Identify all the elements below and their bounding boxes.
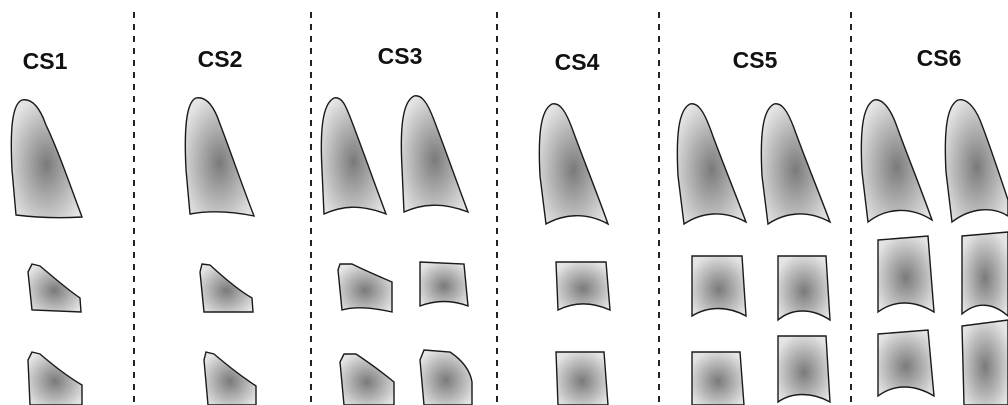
cs3-c3-vertebra-b (419, 261, 469, 308)
cs3-c4-vertebra-b (419, 349, 473, 405)
stage-label-cs3: CS3 (377, 43, 423, 69)
cs4-c3-vertebra (555, 261, 611, 312)
stage-label-cs5: CS5 (732, 47, 778, 73)
stage-cs4-vertebrae (538, 103, 611, 405)
cs5-c4-vertebra-b (777, 335, 831, 404)
cs6-c4-vertebra-b (961, 319, 1008, 405)
cs1-c4-vertebra (27, 351, 83, 405)
stage-cs2-vertebrae (184, 97, 257, 405)
cs5-c2-vertebra-b (760, 103, 832, 226)
cs3-c4-vertebra-a (339, 353, 395, 405)
cs6-c2-vertebra-a (860, 99, 934, 224)
cs1-c3-vertebra (27, 263, 82, 313)
stage-cs6-vertebrae (860, 99, 1008, 405)
cs6-c3-vertebra-b (961, 231, 1008, 317)
cs3-c3-vertebra-a (337, 263, 393, 313)
cs3-c2-vertebra-a (320, 97, 388, 216)
stage-cs3-vertebrae (320, 95, 473, 405)
cs4-c4-vertebra (555, 351, 609, 405)
cs6-c3-vertebra-a (877, 235, 935, 314)
cs1-c2-vertebra (10, 99, 83, 219)
stage-label-cs4: CS4 (554, 49, 600, 75)
cs5-c2-vertebra-a (676, 103, 748, 226)
cs6-c4-vertebra-a (877, 329, 935, 398)
cs3-c2-vertebra-b (400, 95, 470, 214)
stage-cs1-vertebrae (10, 99, 83, 405)
cs6-c2-vertebra-b (944, 99, 1008, 224)
cs2-c4-vertebra (203, 351, 257, 405)
stage-label-cs6: CS6 (916, 45, 962, 71)
cs5-c3-vertebra-b (777, 255, 831, 322)
cs2-c2-vertebra (184, 97, 256, 217)
stage-label-cs1: CS1 (22, 48, 68, 74)
cs2-c3-vertebra (199, 263, 254, 313)
cs5-c3-vertebra-a (691, 255, 747, 318)
stage-label-cs2: CS2 (197, 46, 243, 72)
cs4-c2-vertebra (538, 103, 610, 226)
cs5-c4-vertebra-a (691, 351, 745, 405)
stage-cs5-vertebrae (676, 103, 832, 405)
